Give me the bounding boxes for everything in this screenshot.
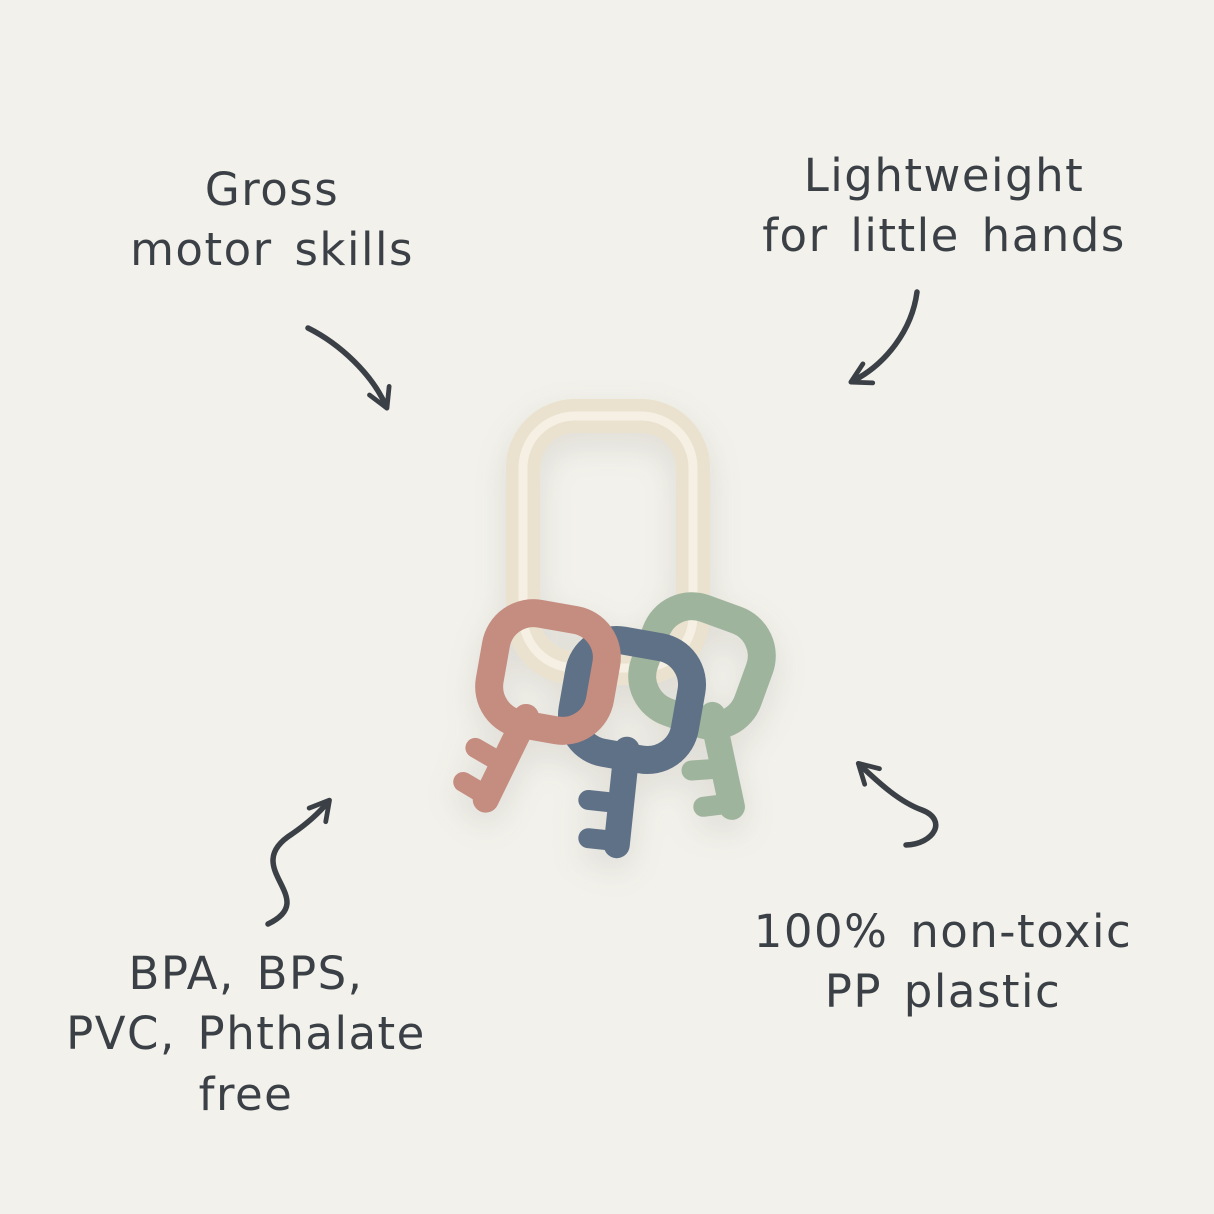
annotation-line: 100% non-toxic bbox=[753, 905, 1133, 958]
annotation-lightweight: Lightweight for little hands bbox=[706, 146, 1182, 267]
annotation-line: PP plastic bbox=[824, 965, 1062, 1019]
key-tooth bbox=[681, 758, 730, 781]
annotation-line: Lightweight bbox=[803, 149, 1085, 202]
annotation-non-toxic: 100% non-toxic PP plastic bbox=[700, 902, 1186, 1023]
curved-arrow-bottom-right bbox=[855, 760, 939, 848]
annotation-line: free bbox=[198, 1067, 294, 1121]
key-tooth bbox=[578, 828, 624, 851]
key-head bbox=[475, 599, 621, 745]
annotation-line: Gross bbox=[204, 163, 340, 216]
key-tooth bbox=[693, 793, 738, 817]
key-blue bbox=[557, 625, 707, 859]
key-tooth bbox=[453, 771, 494, 805]
annotation-gross-motor: Gross motor skills bbox=[62, 160, 482, 281]
curved-arrow-top-left bbox=[305, 325, 392, 411]
squiggle-arrow-bottom-left bbox=[265, 797, 332, 927]
annotation-line: PVC, Phthalate bbox=[66, 1007, 426, 1061]
key-tooth bbox=[465, 737, 510, 772]
key-pink bbox=[453, 599, 621, 813]
curved-arrow-top-right bbox=[848, 289, 920, 386]
key-tooth bbox=[578, 789, 628, 814]
key-head bbox=[557, 625, 707, 775]
key-green bbox=[628, 592, 776, 820]
annotation-line: motor skills bbox=[130, 223, 414, 277]
annotation-line: for little hands bbox=[762, 209, 1126, 263]
annotation-line: BPA, BPS, bbox=[128, 947, 364, 1000]
annotation-bpa-free: BPA, BPS, PVC, Phthalate free bbox=[28, 944, 464, 1125]
keys-teether-toy bbox=[453, 399, 776, 859]
